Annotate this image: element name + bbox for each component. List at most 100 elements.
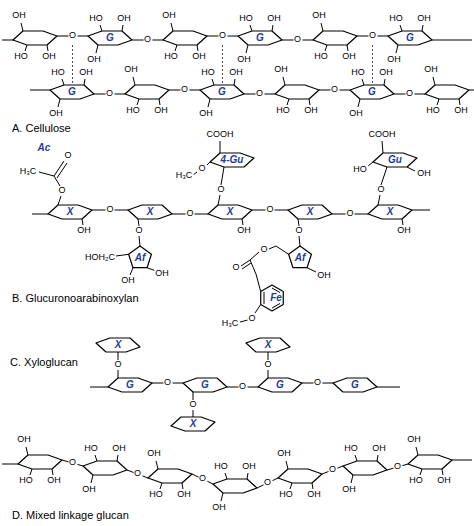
atom-label: O	[198, 474, 207, 484]
bond-line	[221, 493, 223, 501]
atom-label: O	[68, 31, 77, 41]
bond-line	[193, 392, 194, 400]
bond-line	[283, 77, 285, 85]
atom-label: O	[185, 209, 194, 219]
atom-label: OH	[241, 462, 257, 472]
residue-label: G	[276, 380, 284, 390]
residue-label: G	[351, 380, 359, 390]
bond-line	[118, 352, 119, 360]
atom-label: OH	[161, 11, 177, 21]
atom-label: OH	[423, 65, 439, 75]
bond-line	[246, 45, 248, 53]
residue-label: G	[106, 33, 114, 43]
atom-label: HO	[13, 52, 29, 62]
ring-outline	[408, 455, 452, 469]
ring-outline	[258, 378, 302, 392]
atom-label: O	[330, 85, 339, 95]
bond-line	[382, 141, 383, 153]
ring-outline	[278, 469, 322, 483]
bond-line	[21, 23, 23, 31]
bond-line	[117, 455, 118, 461]
ring-outline	[343, 461, 387, 475]
residue-label: G	[368, 87, 376, 97]
atom-label: OH	[11, 11, 27, 21]
ring-outline	[50, 85, 94, 99]
bond-line	[381, 167, 387, 185]
bond-line	[208, 99, 210, 107]
panel-caption: A. Cellulose	[12, 122, 71, 134]
atom-label: OH	[416, 169, 432, 179]
bond-line	[347, 45, 348, 51]
bond-line	[100, 25, 102, 31]
bond-line	[272, 304, 280, 309]
bond-line	[156, 461, 158, 469]
bond-line	[420, 469, 422, 475]
atom-label: OH	[198, 109, 214, 119]
bond-line	[355, 455, 357, 461]
atom-label: HO	[350, 68, 366, 78]
bond-line	[30, 90, 50, 91]
atom-label: O	[197, 164, 206, 174]
ring-outline	[108, 378, 152, 392]
atom-label: OH	[416, 14, 432, 24]
residue-label: G	[406, 33, 414, 43]
atom-label: O	[134, 226, 143, 236]
ring-outline	[275, 85, 319, 99]
bond-line	[160, 483, 162, 489]
hydrogen-bond	[72, 45, 73, 84]
bond-line	[377, 455, 378, 461]
atom-label: OH	[386, 55, 402, 65]
atom-label: OH	[120, 276, 136, 286]
atom-label: OH	[406, 435, 422, 445]
bond-line	[171, 23, 173, 31]
atom-label: HO	[125, 106, 141, 116]
atom-label: OH	[303, 106, 319, 116]
bond-line	[122, 25, 123, 31]
atom-label: OH	[154, 269, 170, 279]
atom-label: O	[368, 31, 377, 41]
ring-outline	[88, 31, 132, 45]
ring-outline	[125, 85, 169, 99]
ring-outline	[238, 31, 282, 45]
ring-outline	[48, 205, 92, 219]
atom-label: OH	[116, 14, 132, 24]
bond-line	[47, 45, 48, 51]
bond-line	[407, 167, 415, 171]
bond-line	[325, 45, 327, 51]
atom-label: OH	[236, 55, 252, 65]
atom-label: OH	[76, 226, 92, 236]
bond-line	[52, 469, 53, 475]
atom-label: OH	[311, 11, 327, 21]
atom-label: OH	[396, 226, 412, 236]
bond-line	[402, 219, 403, 225]
ring-outline	[425, 85, 469, 99]
bond-line	[242, 263, 251, 269]
ring-outline	[210, 153, 254, 167]
residue-label: Fe	[270, 293, 282, 303]
atom-label: OH	[191, 52, 207, 62]
residue-label: X	[227, 207, 234, 217]
bond-line	[384, 79, 385, 85]
atom-label: OH	[371, 444, 387, 454]
atom-label: HOH₂C	[84, 253, 116, 263]
atom-label: H₃C	[19, 167, 38, 177]
bond-line	[469, 90, 474, 91]
hydrogen-bond	[372, 45, 373, 84]
atom-label: OH	[453, 106, 469, 116]
bond-line	[182, 483, 183, 489]
atom-label: COOH	[206, 130, 235, 140]
atom-label: OH	[78, 68, 94, 78]
atom-label: OH	[211, 503, 227, 513]
bond-line	[137, 99, 139, 105]
residue-label: X	[265, 340, 272, 350]
bond-line	[321, 23, 323, 31]
atom-label: O	[105, 205, 114, 215]
atom-label: HO	[163, 52, 179, 62]
atom-label: O	[255, 89, 264, 99]
residue-label: Af	[135, 253, 146, 263]
bond-line	[2, 40, 13, 41]
atom-label: O	[247, 314, 256, 324]
bond-line	[272, 288, 280, 293]
atom-label: O	[405, 89, 414, 99]
